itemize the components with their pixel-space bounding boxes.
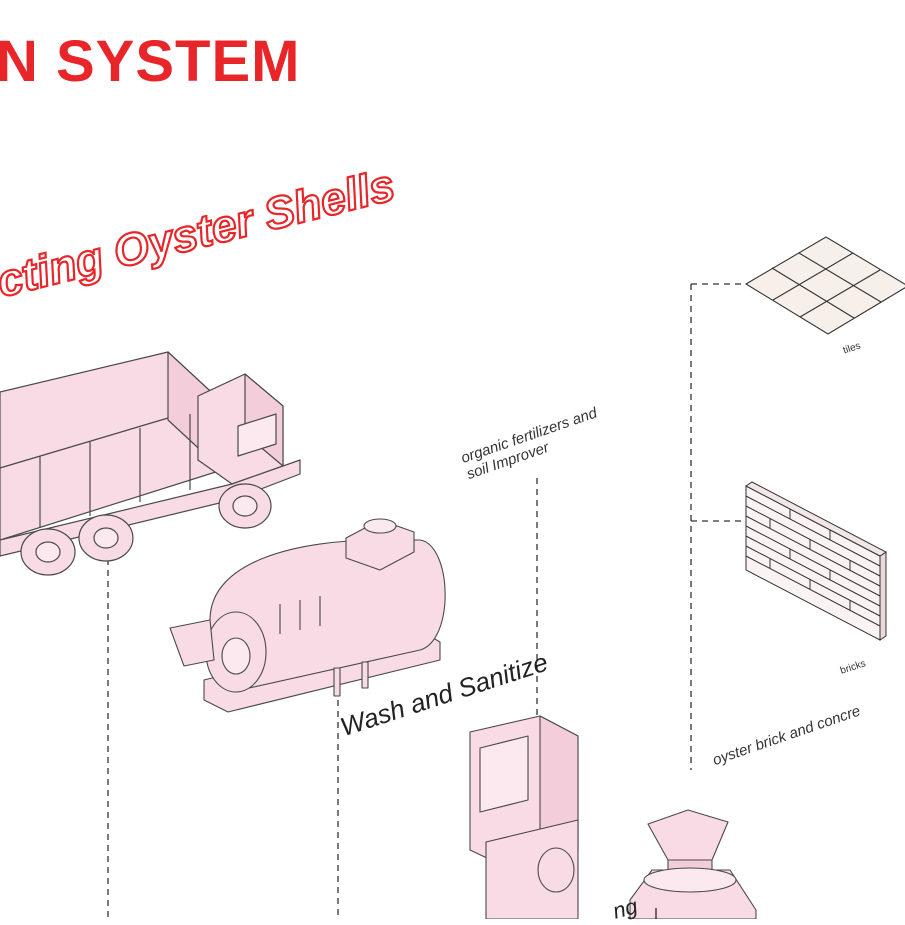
truck-icon [0,351,301,576]
boiler-tank-icon [169,518,446,713]
grinder-mill-icon [629,809,757,919]
connector-lines [107,283,742,919]
tiles-icon [744,236,905,335]
brick-wall-icon [745,481,887,641]
crusher-icon [469,715,579,919]
page-title: N SYSTEM [0,29,301,94]
